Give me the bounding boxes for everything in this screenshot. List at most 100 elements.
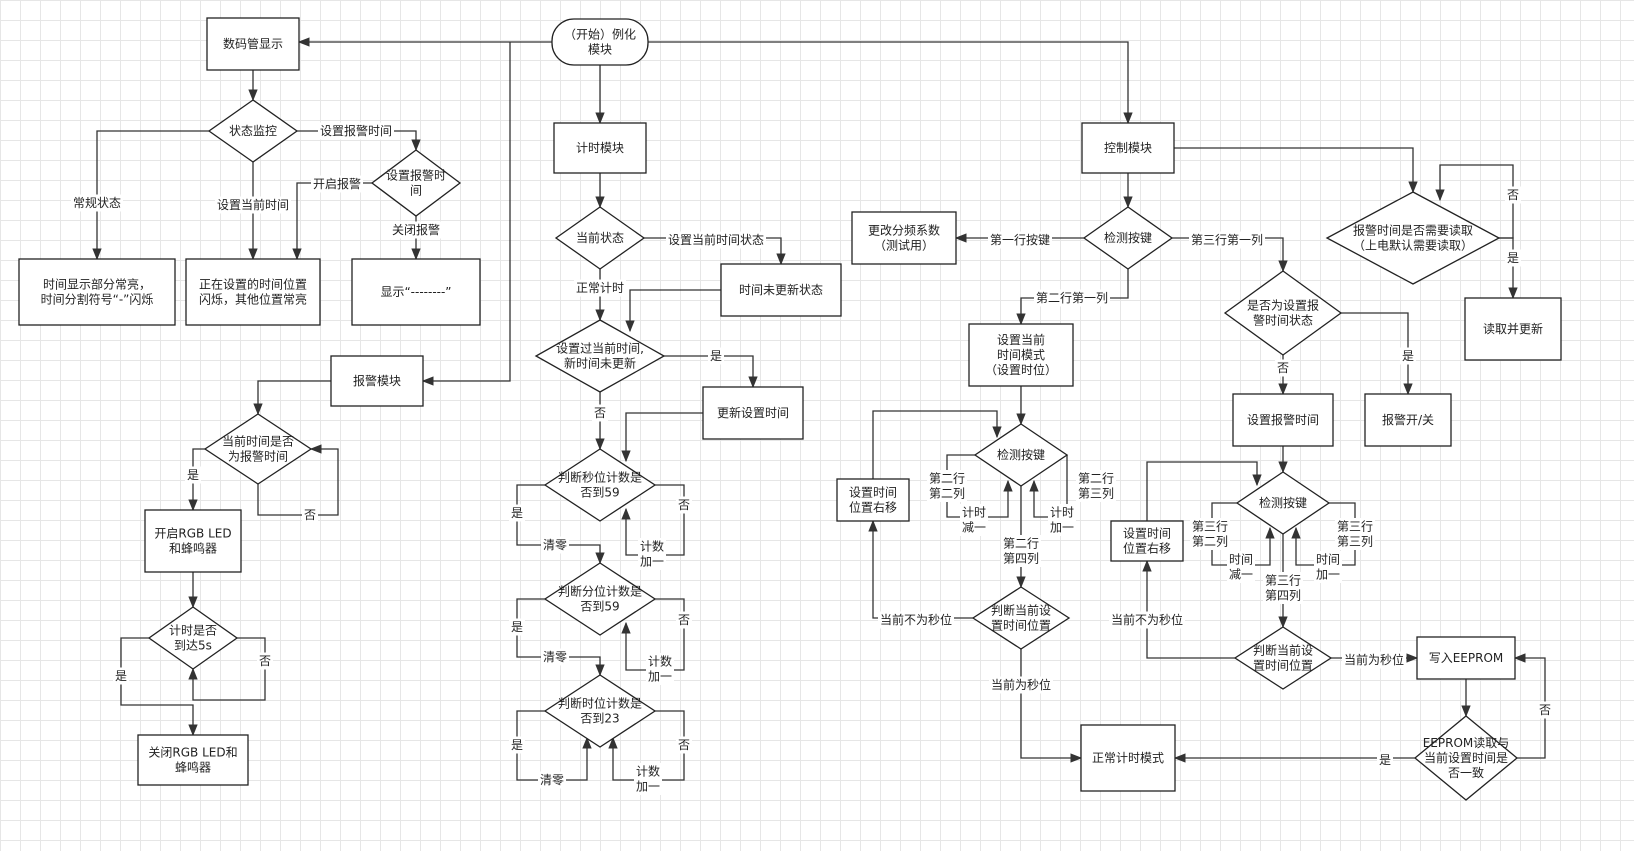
current-state-diamond xyxy=(554,206,646,270)
node-shift-right-a: 设置时间位置右移 xyxy=(836,478,910,522)
label-bg xyxy=(638,538,666,570)
hour23-text: 判断时位计数是否到23 xyxy=(558,696,642,726)
label-bg xyxy=(1335,518,1375,550)
label-bg xyxy=(1537,701,1553,719)
start-text: （开始）例化模块 xyxy=(564,28,636,57)
node-current-state: 当前状态 xyxy=(554,206,646,270)
detect-key2-diamond xyxy=(973,423,1069,487)
edge-min-add-loop xyxy=(621,598,685,671)
label-bg xyxy=(390,221,442,239)
label-bg xyxy=(960,504,988,536)
edge-label-l-close-alarm: 关闭报警 xyxy=(392,222,440,237)
setting-show-box xyxy=(185,258,321,326)
label-bg xyxy=(574,279,626,297)
is-alarm-state-text: 是否为设置报警时间状态 xyxy=(1247,298,1319,328)
node-is-alarm-time: 当前时间是否为报警时间 xyxy=(203,413,313,485)
edge-notupd-to-setnot xyxy=(625,289,721,333)
edge-label-l-set-cur-state: 设置当前时间状态 xyxy=(668,232,764,247)
edge-alarm-to-isalarm xyxy=(253,380,331,416)
detect-key3-diamond xyxy=(1235,471,1331,535)
edge-label-l-inc-a: 计时加一 xyxy=(1050,506,1074,535)
label-bg xyxy=(71,194,123,212)
edge-label-l-r2c4: 第二行第四列 xyxy=(1003,537,1039,566)
node-state-monitor: 状态监控 xyxy=(207,99,299,163)
reach-5s-text: 计时是否到达5s xyxy=(169,624,217,653)
label-bg xyxy=(676,496,692,514)
edge-detect2-dec-loop xyxy=(946,454,1013,518)
normal-show-box xyxy=(18,258,176,326)
edge-label-l-alarm-yes: 是 xyxy=(1402,349,1414,363)
write-eeprom-text: 写入EEPROM xyxy=(1429,651,1504,665)
need-read-diamond xyxy=(1325,191,1501,285)
dash-show-text: 显示“--------” xyxy=(380,285,451,299)
label-bg xyxy=(988,231,1052,249)
label-bg xyxy=(708,347,724,365)
node-timer-module: 计时模块 xyxy=(553,122,647,174)
shift-right-a-box xyxy=(836,478,910,522)
edge-label-l-yes-upd: 是 xyxy=(710,349,722,363)
rgb-off-text: 关闭RGB LED和蜂鸣器 xyxy=(148,746,237,775)
node-hour23: 判断时位计数是否到23 xyxy=(543,674,657,748)
set-not-updated-diamond xyxy=(534,319,666,393)
timer-module-box xyxy=(553,122,647,174)
edge-label-l-set-alarm: 设置报警时间 xyxy=(320,123,392,138)
edge-label-l-hour-add: 计数加一 xyxy=(636,764,660,794)
node-change-div: 更改分频系数（测试用） xyxy=(851,211,957,265)
node-normal-show: 时间显示部分常亮，时间分割符号“-”闪烁 xyxy=(18,258,176,326)
edge-hour-clear-loop xyxy=(516,710,592,781)
detect-key3-text: 检测按键 xyxy=(1259,495,1307,510)
edge-label-l-sec-yes: 是 xyxy=(511,506,523,520)
node-update-time: 更新设置时间 xyxy=(702,386,804,440)
node-set-alarm-time: 设置报警时间 xyxy=(1232,393,1334,447)
not-updated-box xyxy=(720,263,842,317)
set-alarm-time-text: 设置报警时间 xyxy=(1247,412,1319,427)
node-setting-show: 正在设置的时间位置闪烁，其他位置常亮 xyxy=(185,258,321,326)
edge-label-l-no-5s: 否 xyxy=(259,654,271,668)
edge-update-to-sec xyxy=(621,412,703,463)
node-display: 数码管显示 xyxy=(206,17,300,71)
reach-5s-diamond xyxy=(147,606,239,670)
detect-key-diamond xyxy=(1082,206,1174,270)
is-alarm-time-diamond xyxy=(203,413,313,485)
label-bg xyxy=(509,618,525,636)
node-normal-mode: 正常计时模式 xyxy=(1080,724,1176,792)
rgb-on-box xyxy=(144,509,242,573)
edge-label-l-r3c2: 第三行第二列 xyxy=(1192,520,1228,549)
update-time-box xyxy=(702,386,804,440)
read-update-text: 读取并更新 xyxy=(1483,321,1543,336)
edge-detect3-inc-loop xyxy=(1291,502,1356,566)
node-shift-right-b: 设置时间位置右移 xyxy=(1110,520,1184,562)
label-bg xyxy=(509,504,525,522)
edge-label-l-r3c3: 第三行第三列 xyxy=(1337,520,1373,549)
edge-label-l-hour-clear: 清零 xyxy=(540,773,564,787)
label-bg xyxy=(1342,651,1406,669)
label-bg xyxy=(1076,470,1116,502)
node-alarm-onoff: 报警开/关 xyxy=(1364,393,1452,447)
node-write-eeprom: 写入EEPROM xyxy=(1416,636,1516,680)
control-module-box xyxy=(1081,122,1175,174)
edge-start-to-control xyxy=(648,41,1133,125)
timer-module-text: 计时模块 xyxy=(576,141,624,155)
edge-label-l-normal-timing: 正常计时 xyxy=(576,281,624,295)
is-alarm-time-text: 当前时间是否为报警时间 xyxy=(222,434,294,464)
edge-judgea-to-shifta xyxy=(868,519,973,619)
label-bg xyxy=(592,404,608,422)
edge-label-l-sec-clear: 清零 xyxy=(543,538,567,552)
update-time-text: 更新设置时间 xyxy=(717,405,789,420)
edge-isalarm-loop xyxy=(257,444,339,516)
node-not-updated: 时间未更新状态 xyxy=(720,263,842,317)
edge-control-to-needread xyxy=(1174,147,1418,194)
set-alarm-time-box xyxy=(1232,393,1334,447)
edge-shiftb-to-detect3 xyxy=(1146,461,1262,521)
edge-label-l-row1: 第一行按键 xyxy=(990,233,1050,247)
node-dash-show: 显示“--------” xyxy=(351,258,481,326)
not-updated-text: 时间未更新状态 xyxy=(739,282,823,297)
edge-setnot-to-update xyxy=(664,355,758,389)
nodes-layer: （开始）例化模块 数码管显示状态监控时间显示部分常亮，时间分割符号“-”闪烁正在设… xyxy=(18,17,1562,801)
edge-label-l-inc-b: 时间加一 xyxy=(1316,553,1340,582)
edge-label-l-hour-no: 否 xyxy=(678,738,690,752)
shift-right-b-text: 设置时间位置右移 xyxy=(1123,527,1171,556)
label-bg xyxy=(676,736,692,754)
